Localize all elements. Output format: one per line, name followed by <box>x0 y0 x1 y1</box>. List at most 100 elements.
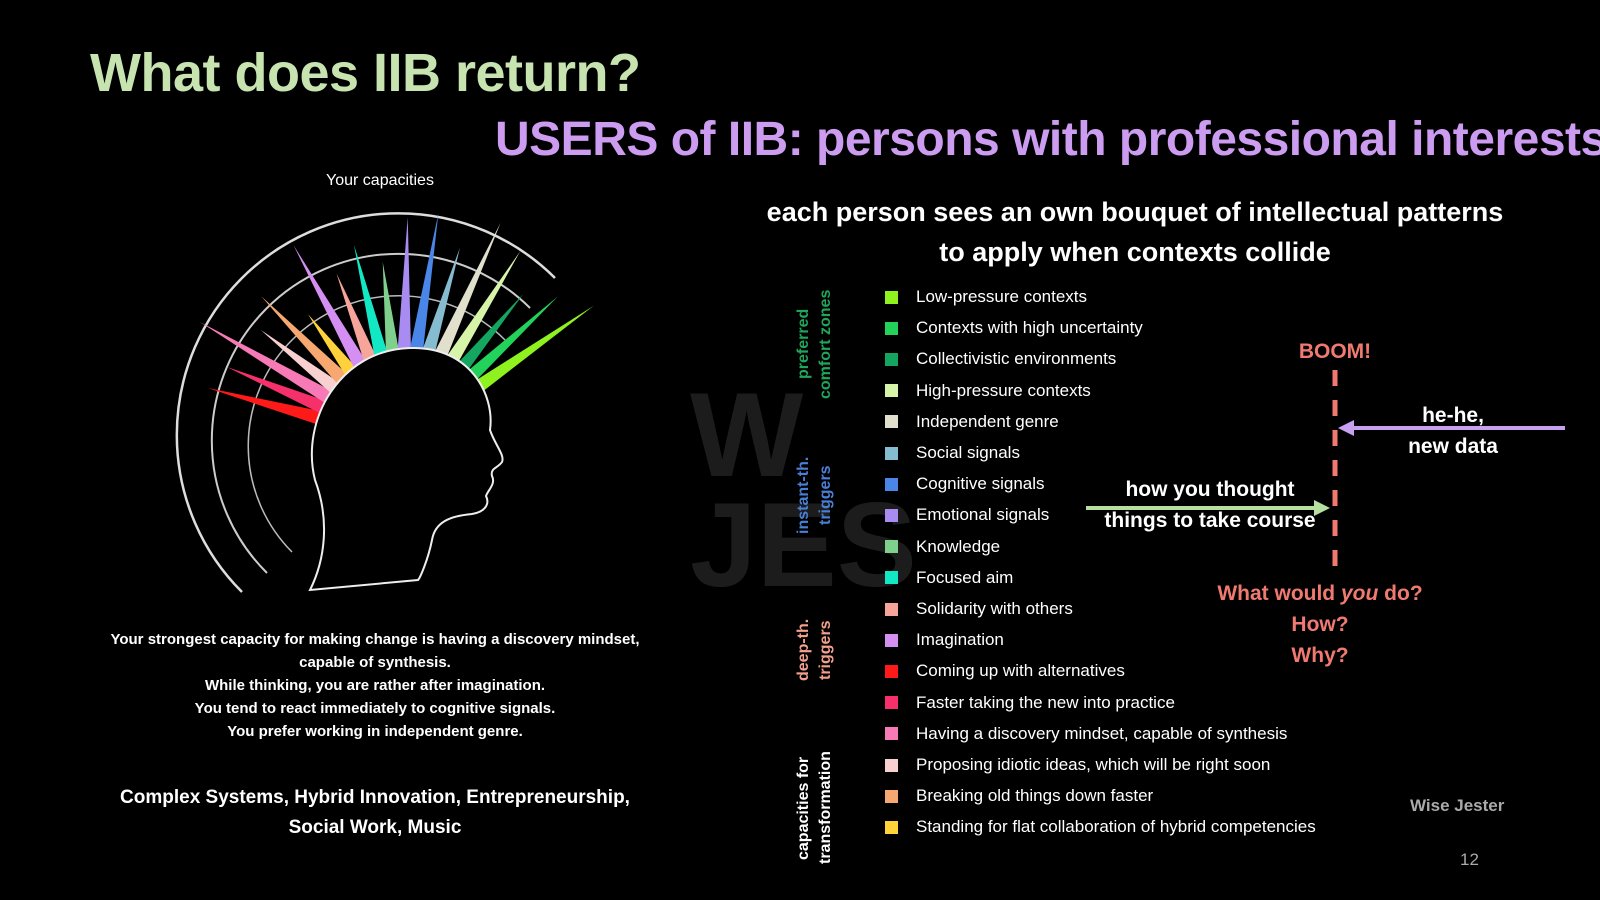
legend-item: Contexts with high uncertainty <box>885 314 1143 342</box>
legend-label: Faster taking the new into practice <box>916 692 1175 712</box>
legend-label: Having a discovery mindset, capable of s… <box>916 723 1288 743</box>
legend-swatch <box>885 446 898 460</box>
new-data-label: he-he, new data <box>1408 404 1498 458</box>
group-label-transformation: capacities for transformation <box>795 751 834 865</box>
chart-spike <box>418 247 460 366</box>
legend-item: Cognitive signals <box>885 470 1045 498</box>
chart-spike <box>226 366 332 416</box>
legend-item: Standing for flat collaboration of hybri… <box>885 813 1316 841</box>
chart-spike <box>260 329 344 397</box>
legend-item: Low-pressure contexts <box>885 283 1087 311</box>
legend-item: High-pressure contexts <box>885 377 1091 405</box>
legend-item: Coming up with alternatives <box>885 657 1125 685</box>
legend-label: Social signals <box>916 443 1020 462</box>
legend-label: Proposing idiotic ideas, which will be r… <box>916 755 1271 774</box>
chart-spike <box>438 251 521 377</box>
legend-swatch <box>885 508 898 522</box>
chart-spike <box>447 293 524 384</box>
question-block: What would you do? How? Why? <box>1200 578 1440 671</box>
legend-label: Cognitive signals <box>916 474 1045 494</box>
chart-spike <box>407 213 439 363</box>
question-what: What would you do? <box>1217 582 1423 605</box>
chart-spikes <box>199 213 594 427</box>
fields-line-1: Complex Systems, Hybrid Innovation, Entr… <box>120 787 630 808</box>
page-number: 12 <box>1460 850 1479 869</box>
page-subtitle: USERS of IIB: persons with professional … <box>495 113 1600 166</box>
group-label-instant-triggers: instant-th. triggers <box>795 456 834 534</box>
legend-swatch <box>885 477 898 491</box>
legend-swatch <box>885 321 898 335</box>
legend-item: Focused aim <box>885 564 1013 592</box>
summary-line: Your strongest capacity for making chang… <box>110 631 640 648</box>
legend-swatch <box>885 664 898 678</box>
legend-label: Collectivistic environments <box>916 349 1117 369</box>
legend-item: Social signals <box>885 439 1020 467</box>
legend-swatch <box>885 758 898 772</box>
legend-swatch <box>885 602 898 616</box>
legend-label: Imagination <box>916 630 1004 650</box>
legend-swatch <box>885 540 898 554</box>
summary-line: You prefer working in independent genre. <box>227 723 523 740</box>
legend-swatch <box>885 290 898 304</box>
legend-label: Contexts with high uncertainty <box>916 318 1143 338</box>
legend-swatch <box>885 820 898 834</box>
group-label-comfort-zones: preferred comfort zones <box>795 289 834 399</box>
chart-spike <box>353 244 390 365</box>
thought-arrow-head <box>1314 500 1330 516</box>
arc-middle <box>210 252 531 574</box>
chart-title: Your capacities <box>326 172 434 189</box>
chart-spike <box>199 321 337 407</box>
thought-label: how you thought things to take course <box>1104 478 1316 532</box>
question-how: How? <box>1291 613 1349 636</box>
legend-label: Knowledge <box>916 536 1001 556</box>
professional-fields: Complex Systems, Hybrid Innovation, Entr… <box>100 783 650 843</box>
legend-item: Having a discovery mindset, capable of s… <box>885 720 1287 748</box>
legend-label: Emotional signals <box>916 505 1050 525</box>
legend-label: Solidarity with others <box>916 599 1073 618</box>
legend-swatch <box>885 727 898 741</box>
chart-spike <box>261 296 352 389</box>
legend-swatch <box>885 696 898 710</box>
brand-label: Wise Jester <box>1410 796 1505 815</box>
collision-diagram <box>1086 370 1565 570</box>
legend-item: Proposing idiotic ideas, which will be r… <box>885 751 1270 779</box>
head-silhouette-icon <box>308 346 504 592</box>
legend-swatch <box>885 571 898 585</box>
legend-label: Coming up with alternatives <box>916 661 1125 681</box>
headline-line-1: each person sees an own bouquet of intel… <box>766 197 1504 227</box>
chart-spike <box>428 222 501 371</box>
group-label-deep-triggers: deep-th. triggers <box>795 618 834 682</box>
legend-swatch <box>885 352 898 366</box>
chart-spike <box>463 305 594 401</box>
chart-spike <box>293 245 370 374</box>
legend-item: Imagination <box>885 626 1004 654</box>
new-data-arrow-head <box>1338 420 1354 436</box>
legend-label: Standing for flat collaboration of hybri… <box>916 817 1316 837</box>
legend-swatch <box>885 789 898 803</box>
arc-outer <box>175 212 556 593</box>
legend-item: Independent genre <box>885 408 1059 436</box>
legend-swatch <box>885 415 898 429</box>
question-why: Why? <box>1291 644 1349 667</box>
page-title: What does IIB return? <box>90 43 641 103</box>
legend-item: Faster taking the new into practice <box>885 689 1175 717</box>
legend-swatch <box>885 384 898 398</box>
legend-label: High-pressure contexts <box>916 380 1091 400</box>
summary-line: You tend to react immediately to cogniti… <box>194 700 556 717</box>
chart-spike <box>382 262 401 362</box>
legend-label: Breaking old things down faster <box>916 786 1154 806</box>
legend-item: Collectivistic environments <box>885 345 1116 373</box>
legend-item: Knowledge <box>885 533 1000 561</box>
chart-summary: Your strongest capacity for making chang… <box>100 628 650 743</box>
chart-spike <box>455 296 558 392</box>
summary-line: capable of synthesis. <box>299 654 451 671</box>
summary-line: While thinking, you are rather after ima… <box>204 677 546 694</box>
headline: each person sees an own bouquet of intel… <box>740 192 1530 272</box>
capacities-radial-chart <box>175 212 594 593</box>
fields-line-2: Social Work, Music <box>288 817 462 838</box>
chart-spike <box>207 387 327 427</box>
legend-item: Breaking old things down faster <box>885 782 1153 810</box>
legend-label: Independent genre <box>916 411 1059 431</box>
boom-label: BOOM! <box>1298 340 1372 363</box>
